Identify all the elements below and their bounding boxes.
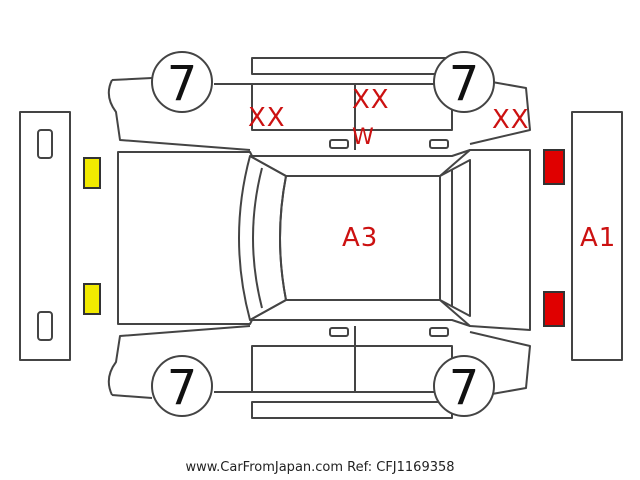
windshield-inner [252, 167, 263, 309]
front-pillar-lines [249, 155, 287, 321]
windshield [238, 155, 287, 321]
tire-front-right-value: 7 [167, 360, 198, 416]
front-lamp-top [83, 157, 101, 189]
reference-footer: www.CarFromJapan.com Ref: CFJ1169358 [185, 460, 455, 475]
bottom-side-profile [107, 325, 531, 419]
mark-center-roof-panel: XX [352, 85, 390, 115]
front-bumper-slot-top [37, 129, 53, 159]
mark-center-roof-sub: W [352, 125, 374, 150]
mark-right-front-fender: XX [492, 105, 530, 135]
tire-front-left-value: 7 [167, 56, 198, 112]
rear-window [439, 159, 471, 317]
front-lamp-bottom [83, 283, 101, 315]
rear-bumper [571, 111, 623, 361]
roof-panel [279, 175, 441, 301]
rear-lamp-bottom [543, 291, 565, 327]
tire-rear-right-value: 7 [449, 360, 480, 416]
tire-rear-left-value: 7 [449, 56, 480, 112]
top-door-handle-right [429, 139, 449, 149]
tire-front-left: 7 [151, 51, 213, 113]
mark-roof: A3 [342, 223, 378, 253]
bottom-door-handle-left [329, 327, 349, 337]
tire-front-right: 7 [151, 355, 213, 417]
tire-rear-left: 7 [433, 51, 495, 113]
tire-rear-right: 7 [433, 355, 495, 417]
top-door-handle-left [329, 139, 349, 149]
mark-rear-bumper: A1 [580, 223, 616, 253]
front-bumper-slot-bottom [37, 311, 53, 341]
bottom-door-handle-right [429, 327, 449, 337]
rear-lamp-top [543, 149, 565, 185]
mark-left-front-fender: XX [248, 103, 286, 133]
front-bumper [19, 111, 71, 361]
rear-pillar-lines [439, 149, 471, 327]
